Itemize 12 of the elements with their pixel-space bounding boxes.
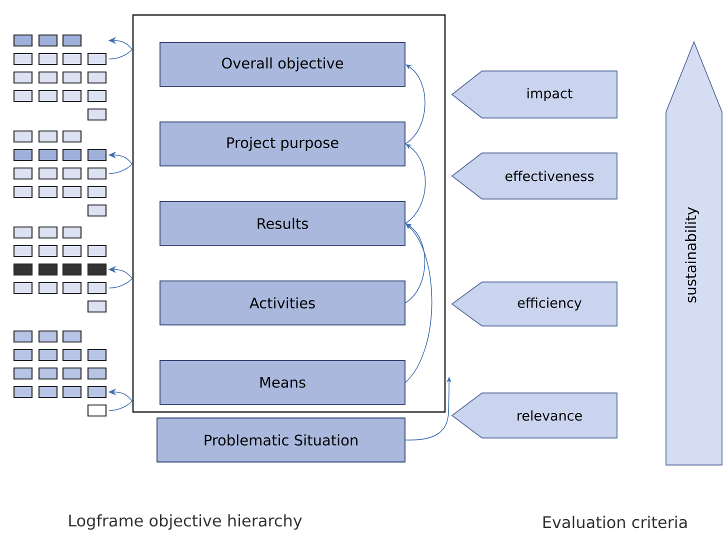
level-box: Project purpose xyxy=(160,121,406,166)
caption: Evaluation criteria xyxy=(543,516,687,528)
caption: Logframe objective hierarchy xyxy=(69,514,302,530)
level-box: Overall objective xyxy=(160,42,406,87)
level-box: Results xyxy=(160,200,406,246)
level-box: Means xyxy=(160,360,406,405)
matrix-drawing xyxy=(13,226,132,313)
matrix-drawing xyxy=(13,330,132,417)
matrix-drawing xyxy=(13,130,132,217)
matrix-drawing xyxy=(13,34,132,121)
level-box: Problematic Situation xyxy=(156,418,406,462)
level-box: Activities xyxy=(160,280,406,326)
